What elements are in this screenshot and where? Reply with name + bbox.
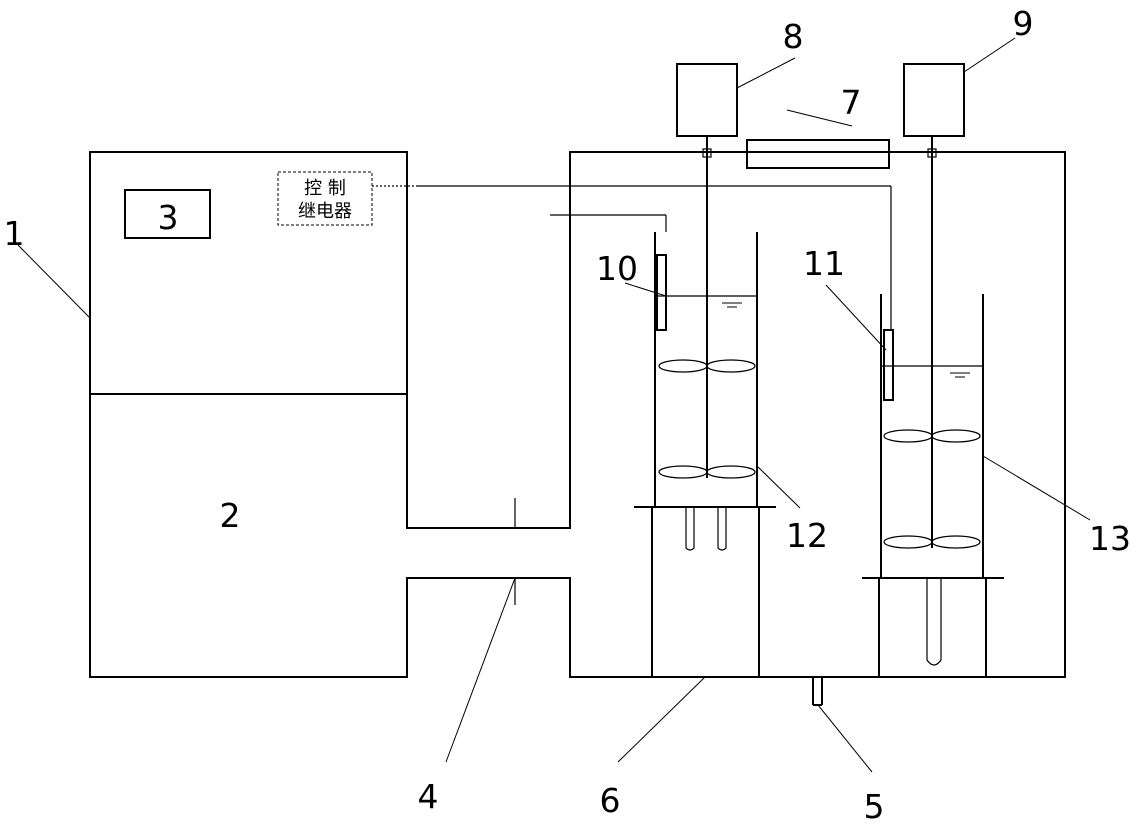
impeller-right-upper [883, 429, 981, 443]
label-6: 6 [600, 781, 621, 820]
heating-stand-right [862, 577, 1004, 677]
motor-8 [676, 63, 738, 137]
level-sensor-10 [656, 254, 667, 331]
relay-label-line2: 继电器 [298, 201, 352, 222]
label-3: 3 [158, 198, 179, 237]
beaker-12 [654, 232, 758, 507]
label-13: 13 [1089, 519, 1131, 558]
label-5: 5 [864, 787, 885, 826]
controller-7 [746, 139, 890, 169]
beaker-13 [880, 294, 984, 578]
relay-label-line1: 控 制 [304, 178, 346, 199]
label-11: 11 [803, 244, 845, 283]
control-relay-box [277, 171, 373, 226]
motor-9 [903, 63, 965, 137]
display-box [124, 189, 211, 239]
impeller-right-lower [883, 535, 981, 549]
drain-pipe [812, 677, 823, 706]
impeller-left-lower [658, 465, 756, 479]
label-2: 2 [220, 496, 241, 535]
label-8: 8 [783, 17, 804, 56]
label-1: 1 [4, 214, 25, 253]
impeller-left-upper [658, 359, 756, 373]
control-cabinet [89, 151, 1066, 678]
label-12: 12 [786, 516, 828, 555]
leader-lines [17, 37, 1091, 773]
heating-stand-6 [634, 506, 776, 677]
label-9: 9 [1013, 4, 1034, 43]
label-7: 7 [841, 83, 862, 122]
label-4: 4 [418, 777, 439, 816]
level-sensor-11 [883, 329, 894, 401]
label-10: 10 [596, 249, 638, 288]
